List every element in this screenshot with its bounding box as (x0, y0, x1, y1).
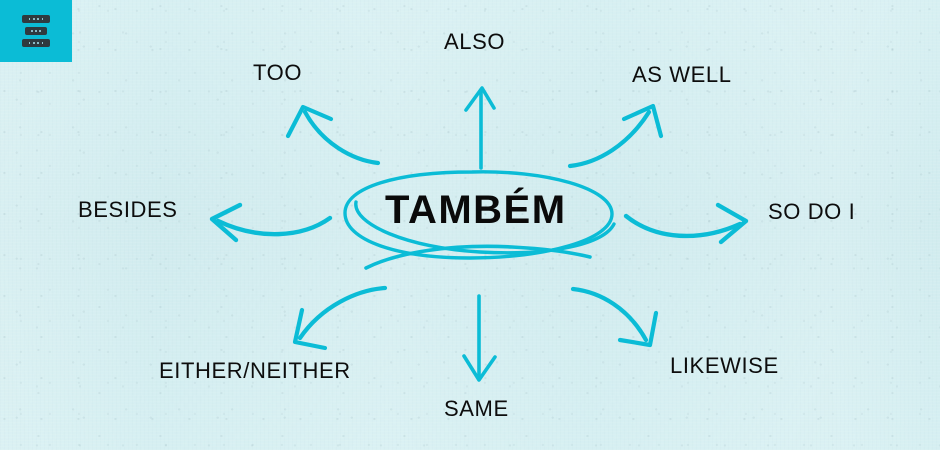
arrow-right-so-do-i (623, 202, 749, 245)
center-ellipse-annotation (343, 170, 616, 270)
branch-label-either-neither[interactable]: EITHER/NEITHER (159, 358, 351, 383)
logo-dot (37, 18, 40, 20)
logo-dot (32, 18, 35, 20)
logo-dot (35, 30, 37, 32)
arrow-down-same (462, 294, 497, 382)
branch-label-as-well[interactable]: AS WELL (632, 62, 732, 87)
logo-bar-top (22, 15, 50, 23)
logo-dot (32, 42, 35, 44)
logo-dot (41, 18, 44, 20)
logo-dot (37, 42, 40, 44)
logo-dot (41, 42, 44, 44)
logo-bars (22, 15, 50, 47)
logo-dot (28, 18, 31, 20)
arrow-up-right-as-well (567, 103, 664, 169)
arrow-up-left-too (285, 104, 381, 166)
logo-dot (30, 30, 33, 32)
branch-label-same[interactable]: SAME (444, 396, 509, 421)
arrow-down-left-either-neither (292, 285, 388, 351)
arrow-down-right-likewise (570, 286, 659, 348)
branch-label-too[interactable]: TOO (253, 60, 303, 85)
logo-dot (28, 42, 31, 44)
arrow-left-besides (209, 202, 333, 243)
branch-label-likewise[interactable]: LIKEWISE (670, 353, 779, 378)
arrow-up-also (464, 86, 496, 170)
logo-bar-bottom (22, 39, 50, 47)
stacked-bars-logo[interactable] (0, 0, 72, 62)
branch-label-so-do-i[interactable]: SO DO I (768, 199, 856, 224)
branch-label-also[interactable]: ALSO (444, 29, 506, 54)
logo-dot (39, 30, 42, 32)
branch-label-besides[interactable]: BESIDES (78, 197, 178, 222)
center-keyword: TAMBÉM (385, 188, 567, 232)
logo-bar-middle (25, 27, 47, 35)
